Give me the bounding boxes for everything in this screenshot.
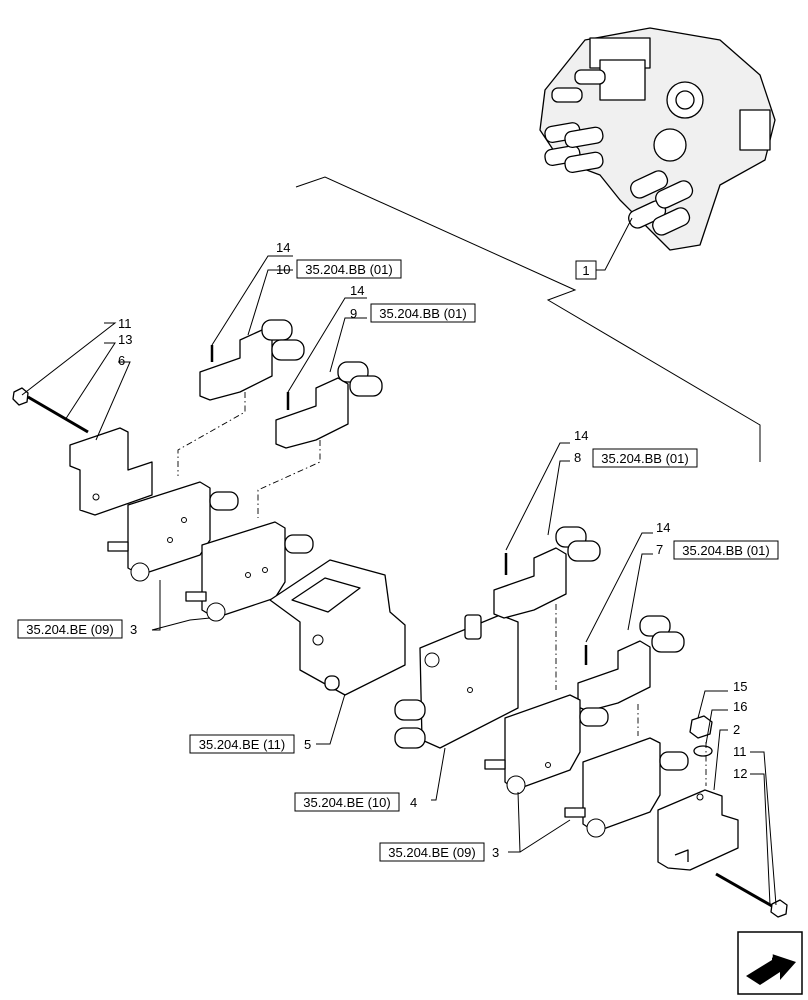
plate-8: [493, 526, 601, 619]
item-13: 13: [118, 332, 132, 347]
item-2: 2: [733, 722, 740, 737]
svg-text:1: 1: [582, 263, 589, 278]
svg-text:35.204.BE (09): 35.204.BE (09): [388, 845, 475, 860]
item-15: 15: [733, 679, 747, 694]
next-page-arrow-icon[interactable]: [737, 931, 803, 995]
item-numbers: 14 10 14 9 11 13 6 14 8 14 7 3 5 4 3 15 …: [118, 240, 747, 860]
item-11-left: 11: [118, 316, 132, 331]
item-11-right: 11: [733, 744, 747, 759]
svg-text:35.204.BE (09): 35.204.BE (09): [26, 622, 113, 637]
leader-lines: [21, 217, 777, 906]
tie-bolt-12: [715, 872, 788, 918]
plate-7: [577, 615, 685, 712]
plate-9: [275, 361, 383, 449]
ref-bb-10[interactable]: 35.204.BB (01): [296, 259, 402, 279]
plate-10: [199, 319, 305, 401]
overview-valve-assembly: [539, 27, 776, 251]
item-4: 4: [410, 795, 417, 810]
section-3-right-b: [564, 737, 689, 838]
item-10: 10: [276, 262, 290, 277]
item-14-c: 14: [574, 428, 588, 443]
item-8: 8: [574, 450, 581, 465]
break-line: [295, 176, 761, 462]
svg-text:35.204.BB (01): 35.204.BB (01): [379, 306, 466, 321]
plug-15: [689, 715, 713, 739]
svg-text:35.204.BB (01): 35.204.BB (01): [305, 262, 392, 277]
ref-bb-8[interactable]: 35.204.BB (01): [592, 448, 698, 468]
item-5: 5: [304, 737, 311, 752]
ref-bb-9[interactable]: 35.204.BB (01): [370, 303, 476, 323]
item-3-left: 3: [130, 622, 137, 637]
middle-body-4: [394, 614, 519, 749]
item-1-box: 1: [575, 260, 597, 280]
svg-text:35.204.BB (01): 35.204.BB (01): [601, 451, 688, 466]
item-7: 7: [656, 542, 663, 557]
ref-be-11[interactable]: 35.204.BE (11): [189, 734, 295, 754]
svg-text:35.204.BE (10): 35.204.BE (10): [303, 795, 390, 810]
item-3-right: 3: [492, 845, 499, 860]
tie-bolt-13: [12, 387, 89, 434]
ref-be-10[interactable]: 35.204.BE (10): [294, 792, 400, 812]
item-14-a: 14: [276, 240, 290, 255]
end-plate-2: [657, 789, 739, 871]
ref-bb-7[interactable]: 35.204.BB (01): [673, 540, 779, 560]
end-plate-6: [69, 427, 153, 516]
section-3-right-a: [484, 694, 609, 795]
section-3-left-b: [185, 521, 314, 622]
item-6: 6: [118, 353, 125, 368]
item-14-b: 14: [350, 283, 364, 298]
item-16: 16: [733, 699, 747, 714]
item-9: 9: [350, 306, 357, 321]
item-14-d: 14: [656, 520, 670, 535]
ref-be-09-right[interactable]: 35.204.BE (09): [379, 842, 485, 862]
ref-be-09-left[interactable]: 35.204.BE (09): [17, 619, 123, 639]
svg-text:35.204.BB (01): 35.204.BB (01): [682, 543, 769, 558]
inlet-block-5: [269, 559, 406, 696]
section-3-left-a: [107, 481, 239, 582]
item-12: 12: [733, 766, 747, 781]
o-ring-16: [693, 745, 713, 757]
svg-text:35.204.BE (11): 35.204.BE (11): [199, 737, 285, 752]
